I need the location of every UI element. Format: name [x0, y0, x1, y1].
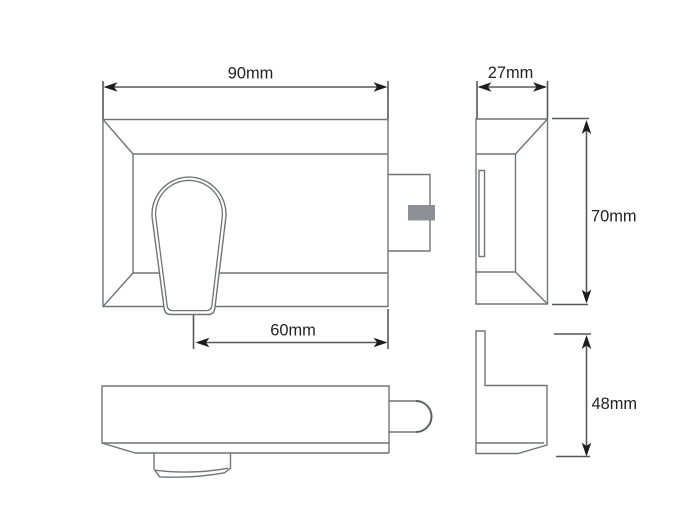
svg-text:27mm: 27mm — [488, 64, 534, 82]
svg-text:90mm: 90mm — [228, 65, 274, 83]
svg-text:70mm: 70mm — [591, 208, 637, 226]
svg-text:60mm: 60mm — [270, 322, 316, 340]
svg-text:48mm: 48mm — [592, 395, 638, 413]
